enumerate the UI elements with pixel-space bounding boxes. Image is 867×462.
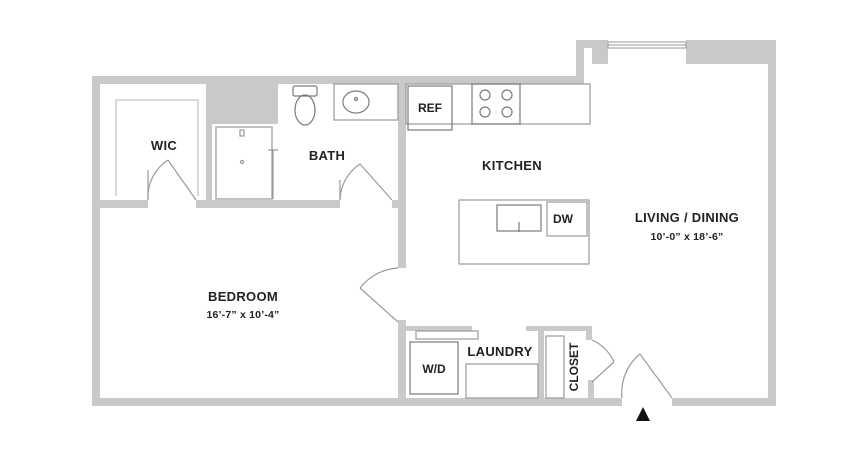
entry-door-swing-icon [621, 353, 673, 399]
window [607, 41, 687, 49]
interior-walls [92, 84, 594, 406]
laundry-counter [465, 363, 539, 399]
exterior-walls [92, 40, 776, 406]
kitchen-label: KITCHEN [482, 158, 542, 173]
living-dining-label: LIVING / DINING [635, 210, 739, 225]
bedroom-dimensions: 16’-7” x 10’-4” [206, 309, 279, 321]
toilet-icon [292, 85, 318, 126]
closet-door-swing-icon [591, 339, 615, 383]
bedroom-label: BEDROOM [208, 289, 278, 304]
closet-label: CLOSET [567, 342, 581, 391]
entry-arrow-icon [636, 407, 650, 421]
bedroom-door-swing-icon [359, 267, 399, 323]
kitchen-island [458, 199, 590, 265]
wic-label: WIC [151, 138, 177, 153]
washer-dryer-label: W/D [422, 362, 446, 376]
laundry-label: LAUNDRY [467, 344, 532, 359]
laundry-shelf [415, 330, 479, 340]
wic-closet-shelving [115, 99, 199, 196]
bath-door-swing-icon [339, 163, 393, 201]
washer-dryer [409, 341, 459, 395]
bath-label: BATH [309, 148, 345, 163]
refrigerator [407, 85, 453, 131]
shower [215, 126, 278, 200]
living-dining-dimensions: 10’-0” x 18’-6” [650, 231, 723, 243]
sink-icon [333, 83, 399, 121]
closet-shelf [545, 335, 565, 399]
dishwasher-label: DW [553, 212, 574, 226]
wic-door-swing-icon [147, 159, 197, 201]
refrigerator-label: REF [418, 101, 442, 115]
cooktop-icon [471, 83, 521, 125]
